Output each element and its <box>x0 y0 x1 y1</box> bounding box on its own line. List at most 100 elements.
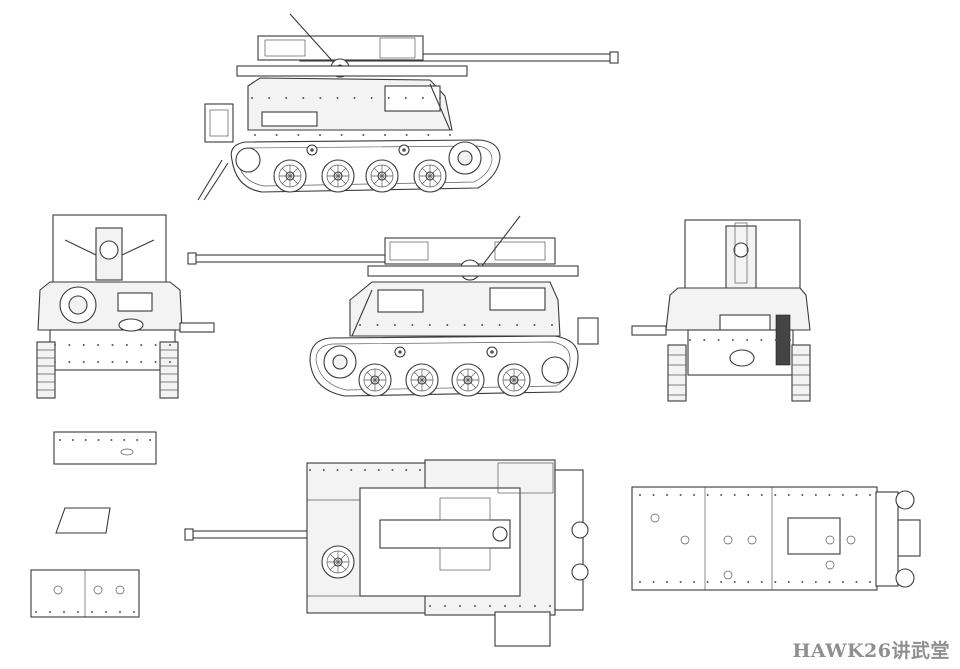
rivet <box>731 339 734 341</box>
rivet <box>68 361 71 363</box>
rivet <box>760 339 763 341</box>
rivet <box>71 439 74 441</box>
rivet <box>97 439 100 441</box>
rivet <box>133 611 135 613</box>
rivet <box>693 494 696 496</box>
rivet <box>393 324 396 326</box>
rivet <box>82 344 85 346</box>
rivet <box>421 97 424 99</box>
rivet <box>519 605 521 607</box>
rivet <box>689 339 691 341</box>
rivet <box>463 324 466 326</box>
rivet <box>405 134 408 136</box>
rivet <box>747 494 750 496</box>
rivet <box>444 605 446 607</box>
rivet <box>679 494 682 496</box>
rivet <box>251 97 253 99</box>
rivet <box>652 581 655 583</box>
rivet <box>814 494 817 496</box>
rivet <box>733 581 736 583</box>
rivet <box>140 361 143 363</box>
rivet <box>82 361 85 363</box>
detail-plates <box>30 431 157 618</box>
rivet <box>370 97 373 99</box>
rivet <box>459 605 461 607</box>
rivet <box>297 134 300 136</box>
side-view-left <box>197 13 619 201</box>
rivet <box>498 324 501 326</box>
rivet <box>787 494 790 496</box>
rivet <box>666 581 669 583</box>
rivet <box>54 344 56 346</box>
rivet <box>549 605 551 607</box>
rivet <box>474 605 476 607</box>
rivet <box>534 605 536 607</box>
rivet <box>446 324 449 326</box>
rivet <box>387 97 390 99</box>
rivet <box>336 97 339 99</box>
rivet <box>350 469 353 471</box>
rivet <box>787 581 790 583</box>
rivet <box>377 469 380 471</box>
rivet <box>322 469 325 471</box>
rivet <box>309 469 311 471</box>
rivet <box>275 134 278 136</box>
rivet <box>169 361 171 363</box>
rivet <box>254 134 256 136</box>
rivet <box>49 611 51 613</box>
rivet <box>68 344 71 346</box>
rivet <box>59 439 61 441</box>
rivet <box>789 339 791 341</box>
rivet <box>439 97 441 99</box>
rivet <box>353 97 356 99</box>
rivet <box>869 581 871 583</box>
rivet <box>814 581 817 583</box>
rivet <box>706 581 709 583</box>
rivet <box>136 439 139 441</box>
rivet <box>411 324 414 326</box>
rivet <box>97 361 100 363</box>
rivet <box>285 97 288 99</box>
rivet <box>706 494 709 496</box>
rivet <box>405 469 408 471</box>
rivet <box>119 611 121 613</box>
rivet <box>774 581 777 583</box>
rivet <box>774 339 777 341</box>
rivet <box>855 581 858 583</box>
rivet <box>35 611 37 613</box>
rivet <box>154 344 157 346</box>
watermark: HAWK26讲武堂 <box>792 640 950 662</box>
rivet <box>105 611 107 613</box>
rivet-details <box>35 97 871 613</box>
rivet <box>703 339 706 341</box>
rivet <box>747 581 750 583</box>
rivet <box>774 494 777 496</box>
rivet <box>319 134 321 136</box>
rivet <box>551 324 553 326</box>
rivet <box>855 494 858 496</box>
rivet <box>364 469 366 471</box>
rivet <box>110 439 113 441</box>
rivet <box>111 361 114 363</box>
rivet <box>449 134 451 136</box>
rivet <box>429 605 431 607</box>
rivet <box>639 494 641 496</box>
rivet <box>336 469 339 471</box>
rivet <box>841 581 844 583</box>
rivet <box>419 469 421 471</box>
rivet <box>149 439 151 441</box>
rivet <box>125 361 128 363</box>
top-view <box>184 459 589 647</box>
rivet <box>125 344 128 346</box>
rivet <box>77 611 79 613</box>
rivet <box>169 344 171 346</box>
rivet <box>733 494 736 496</box>
rivet <box>717 339 720 341</box>
rivet <box>376 324 379 326</box>
rivet <box>693 581 696 583</box>
rivet <box>801 494 804 496</box>
rivet <box>63 611 65 613</box>
rivet <box>746 339 749 341</box>
rivet <box>84 439 87 441</box>
